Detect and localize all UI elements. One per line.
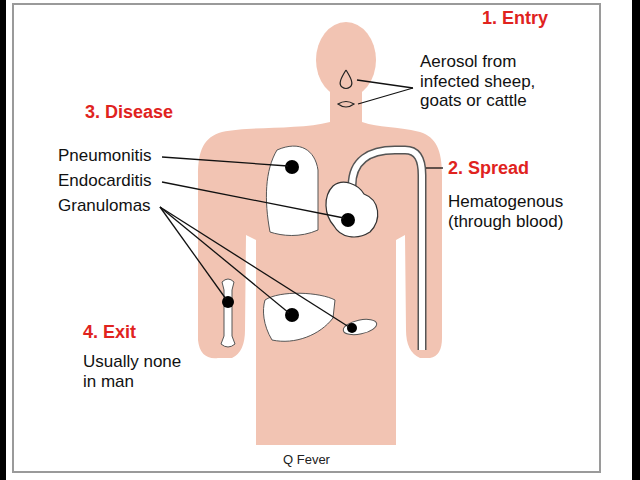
bone [221,279,235,347]
ground [6,0,632,480]
spleen [342,317,378,338]
step-heading: 1. Entry [482,8,548,29]
head [316,22,376,98]
caption: Q Fever [283,453,330,468]
leader-line [160,207,349,327]
lesion-dot [285,308,299,322]
frame [13,4,600,472]
lesion-dot [222,296,234,308]
lesion-dot [347,323,357,333]
leader-lines [160,80,443,327]
leader-line [162,182,344,218]
step-heading: 2. Spread [448,158,529,179]
leader-line [357,80,413,88]
leader-line [162,157,288,166]
mouth [338,102,354,108]
nose [340,70,352,89]
leader-line [358,88,413,104]
step-note: Hematogenous (through blood) [448,192,593,231]
step-note: Aerosol from infected sheep, goats or ca… [420,52,555,111]
lesion-dot [341,213,355,227]
leader-line [426,167,443,168]
step-note: Usually none in man [83,352,191,391]
disease-label: Pneumonitis [58,146,152,166]
step-heading: 4. Exit [83,322,136,343]
disease-label: Granulomas [58,196,151,216]
lesion-dot [285,160,299,174]
disease-label: Endocarditis [58,171,152,191]
leader-line [160,207,289,313]
lung [266,146,318,235]
step-heading: 3. Disease [85,102,173,123]
body-silhouette [198,122,442,445]
heart [326,182,378,237]
